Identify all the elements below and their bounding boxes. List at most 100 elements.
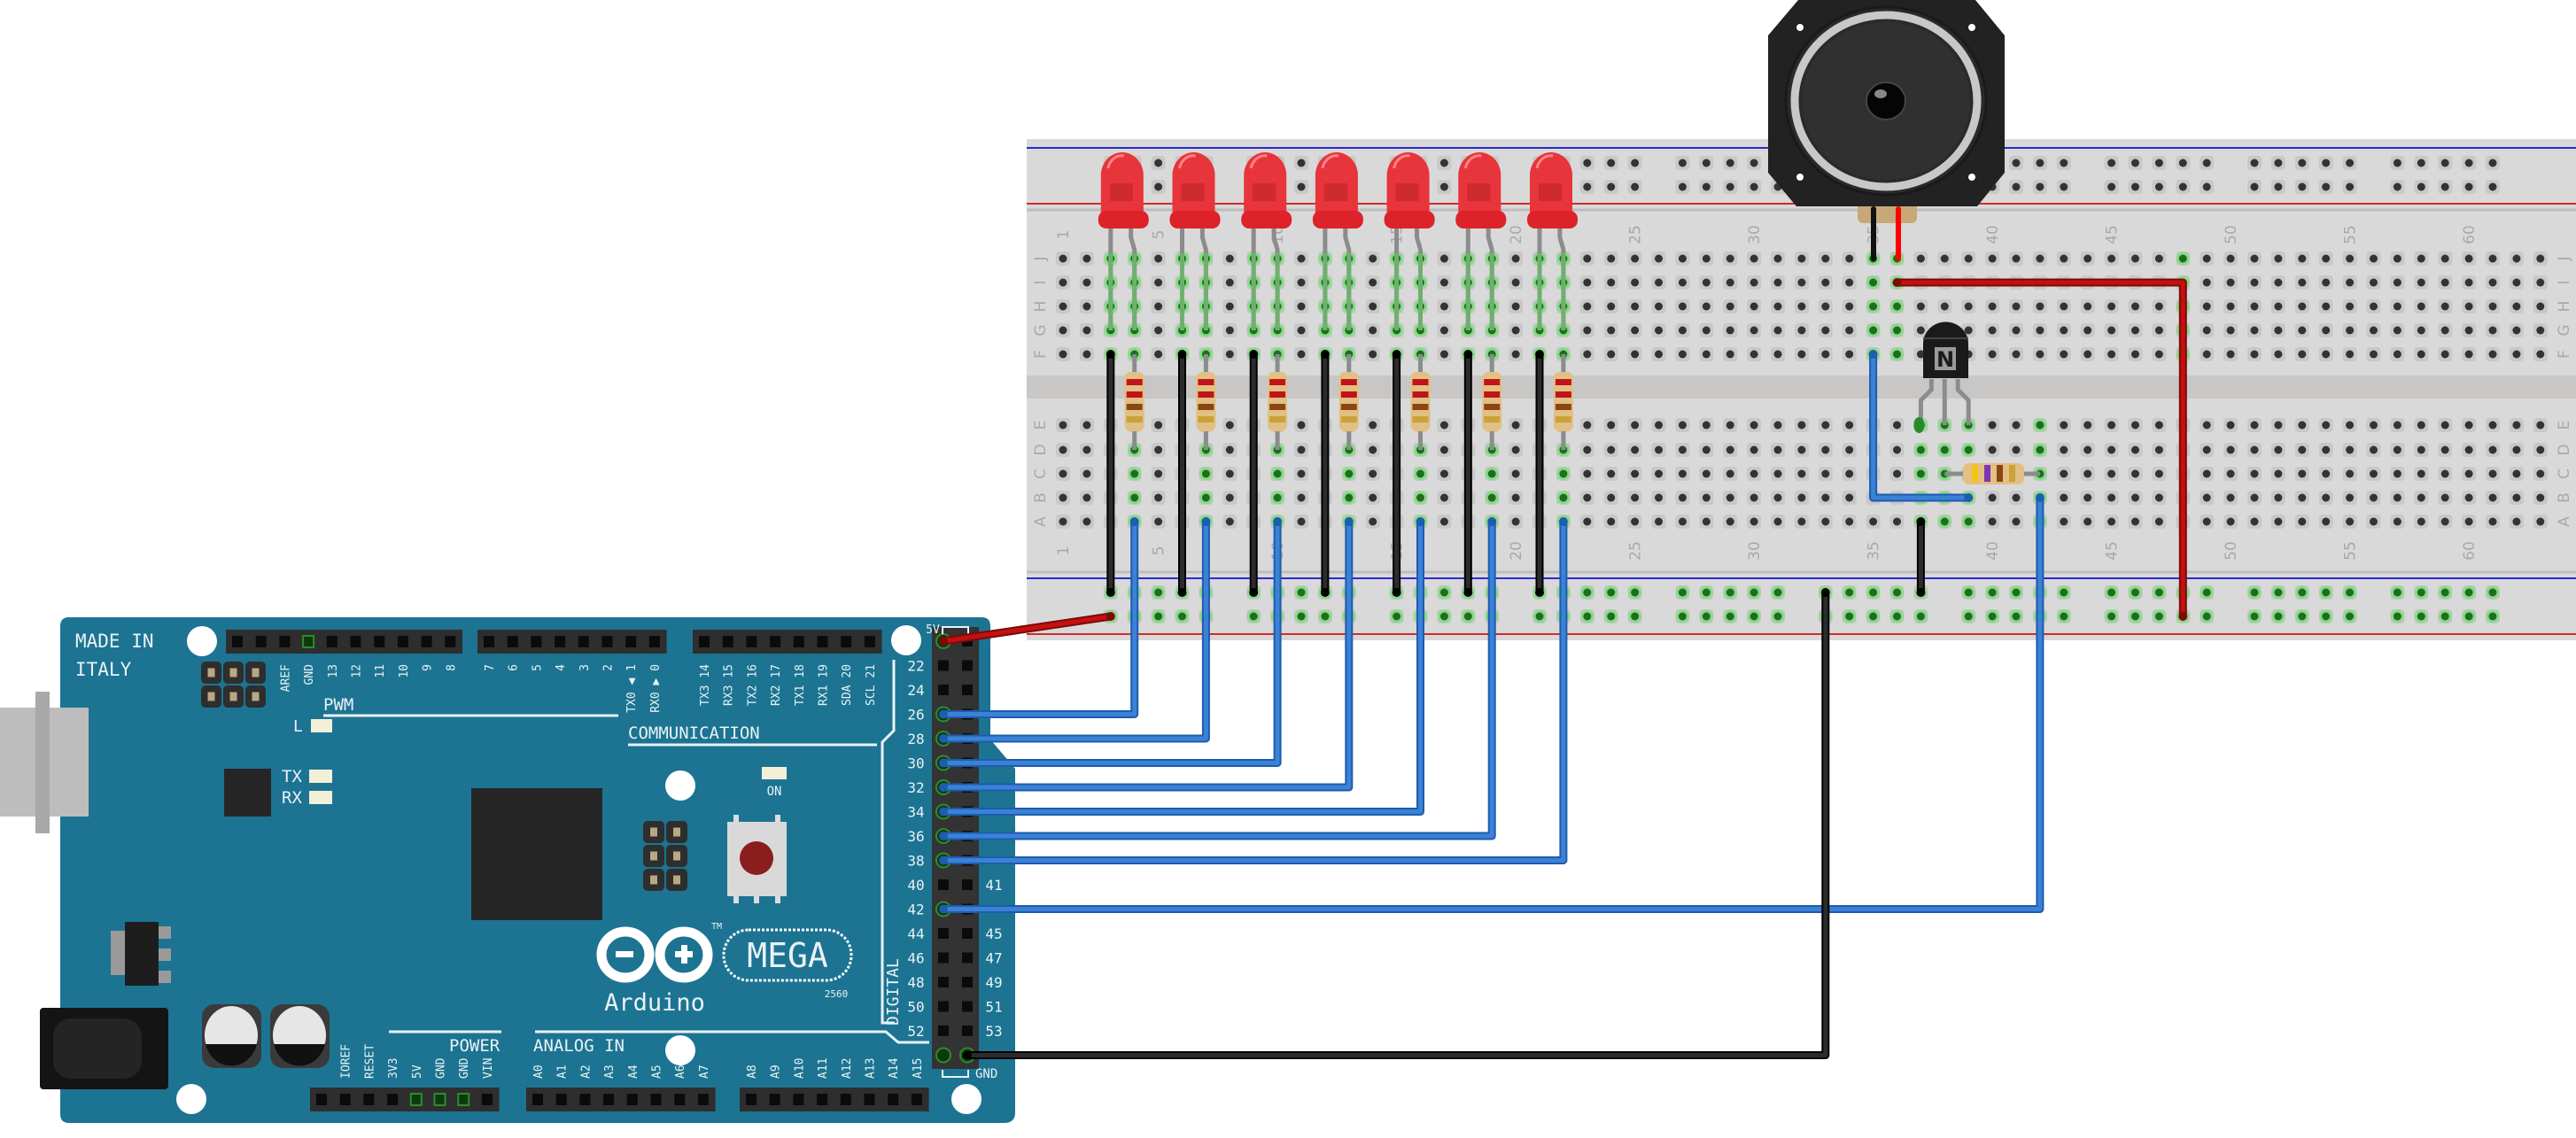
breadboard-hole[interactable] — [2154, 350, 2163, 359]
breadboard-hole[interactable] — [1893, 421, 1901, 430]
breadboard-hole[interactable] — [1655, 469, 1663, 478]
breadboard-hole[interactable] — [1273, 493, 1282, 502]
breadboard-hole[interactable] — [2060, 612, 2068, 621]
header-pin[interactable] — [962, 1001, 973, 1012]
breadboard-hole[interactable] — [1726, 254, 1734, 263]
breadboard-hole[interactable] — [1439, 421, 1448, 430]
breadboard-hole[interactable] — [2012, 588, 2021, 597]
breadboard-hole[interactable] — [1750, 254, 1758, 263]
breadboard-hole[interactable] — [2536, 254, 2545, 263]
breadboard-hole[interactable] — [2370, 421, 2378, 430]
breadboard-hole[interactable] — [1726, 159, 1734, 167]
breadboard-hole[interactable] — [2202, 517, 2211, 526]
header-pin[interactable] — [484, 636, 494, 647]
breadboard-hole[interactable] — [1845, 326, 1854, 335]
breadboard-hole[interactable] — [1726, 517, 1734, 526]
breadboard-hole[interactable] — [1178, 612, 1186, 621]
breadboard-hole[interactable] — [2393, 350, 2401, 359]
header-pin[interactable] — [648, 636, 660, 647]
breadboard-hole[interactable] — [1201, 469, 1210, 478]
breadboard-hole[interactable] — [2131, 612, 2139, 621]
breadboard-hole[interactable] — [1655, 493, 1663, 502]
breadboard-hole[interactable] — [1988, 254, 1997, 263]
breadboard-hole[interactable] — [1607, 421, 1616, 430]
breadboard-hole[interactable] — [1082, 302, 1091, 311]
breadboard-hole[interactable] — [2346, 182, 2355, 191]
wire-end[interactable] — [2035, 493, 2045, 502]
breadboard-hole[interactable] — [2464, 517, 2473, 526]
breadboard-hole[interactable] — [2512, 278, 2521, 287]
breadboard-hole[interactable] — [1964, 326, 1973, 335]
breadboard-hole[interactable] — [2440, 182, 2449, 191]
header-pin[interactable] — [363, 1094, 375, 1105]
breadboard-hole[interactable] — [1439, 254, 1448, 263]
breadboard-hole[interactable] — [1750, 445, 1758, 454]
breadboard-hole[interactable] — [2322, 326, 2331, 335]
breadboard-hole[interactable] — [1297, 588, 1306, 597]
breadboard-hole[interactable] — [2274, 254, 2283, 263]
red-led[interactable] — [1098, 152, 1149, 330]
breadboard-hole[interactable] — [2346, 469, 2355, 478]
header-pin[interactable] — [350, 636, 361, 647]
breadboard-hole[interactable] — [1773, 326, 1782, 335]
header-pin[interactable] — [397, 636, 408, 647]
breadboard-hole[interactable] — [1369, 493, 1377, 502]
breadboard-hole[interactable] — [2154, 326, 2163, 335]
breadboard-hole[interactable] — [1750, 182, 1758, 191]
breadboard-hole[interactable] — [1439, 517, 1448, 526]
wire-end[interactable] — [1916, 517, 1926, 526]
breadboard-hole[interactable] — [2274, 182, 2283, 191]
breadboard-hole[interactable] — [2417, 326, 2425, 335]
breadboard-hole[interactable] — [2083, 302, 2092, 311]
five-volt-wire[interactable] — [939, 612, 1115, 646]
breadboard-hole[interactable] — [1249, 612, 1258, 621]
breadboard-hole[interactable] — [2131, 421, 2139, 430]
breadboard-hole[interactable] — [2274, 278, 2283, 287]
header-pin[interactable] — [793, 636, 804, 647]
breadboard-hole[interactable] — [2298, 588, 2307, 597]
breadboard-hole[interactable] — [1059, 445, 1067, 454]
breadboard-hole[interactable] — [2131, 588, 2139, 597]
breadboard-hole[interactable] — [2298, 421, 2307, 430]
breadboard-hole[interactable] — [1821, 493, 1830, 502]
breadboard-hole[interactable] — [1964, 612, 1973, 621]
breadboard-hole[interactable] — [1916, 469, 1925, 478]
breadboard-hole[interactable] — [2250, 254, 2259, 263]
header-pin[interactable] — [387, 1094, 399, 1105]
breadboard-hole[interactable] — [2202, 421, 2211, 430]
breadboard-hole[interactable] — [1082, 445, 1091, 454]
breadboard-hole[interactable] — [2060, 517, 2068, 526]
wire-end[interactable] — [963, 1050, 972, 1060]
breadboard-hole[interactable] — [2250, 588, 2259, 597]
breadboard-hole[interactable] — [2036, 182, 2045, 191]
breadboard-hole[interactable] — [1439, 350, 1448, 359]
wire-end[interactable] — [1273, 517, 1283, 526]
breadboard-hole[interactable] — [1439, 326, 1448, 335]
breadboard-hole[interactable] — [2417, 588, 2425, 597]
breadboard-hole[interactable] — [2202, 493, 2211, 502]
breadboard-hole[interactable] — [1964, 302, 1973, 311]
breadboard-hole[interactable] — [1154, 588, 1163, 597]
breadboard-hole[interactable] — [2154, 421, 2163, 430]
breadboard-hole[interactable] — [2417, 469, 2425, 478]
breadboard-hole[interactable] — [1511, 421, 1520, 430]
breadboard-hole[interactable] — [1297, 182, 1306, 191]
breadboard-hole[interactable] — [1369, 469, 1377, 478]
breadboard-hole[interactable] — [2417, 278, 2425, 287]
breadboard-hole[interactable] — [1797, 254, 1806, 263]
breadboard-hole[interactable] — [1988, 350, 1997, 359]
breadboard-hole[interactable] — [2131, 326, 2139, 335]
breadboard-hole[interactable] — [2464, 302, 2473, 311]
breadboard-hole[interactable] — [2417, 421, 2425, 430]
breadboard-hole[interactable] — [2107, 517, 2116, 526]
breadboard-hole[interactable] — [2131, 254, 2139, 263]
breadboard-hole[interactable] — [1893, 302, 1901, 311]
breadboard-hole[interactable] — [1678, 159, 1687, 167]
breadboard-hole[interactable] — [2131, 445, 2139, 454]
breadboard-hole[interactable] — [1297, 350, 1306, 359]
breadboard-hole[interactable] — [1988, 445, 1997, 454]
breadboard-hole[interactable] — [1369, 445, 1377, 454]
breadboard-hole[interactable] — [1607, 445, 1616, 454]
breadboard-hole[interactable] — [1726, 350, 1734, 359]
breadboard-hole[interactable] — [1369, 278, 1377, 287]
